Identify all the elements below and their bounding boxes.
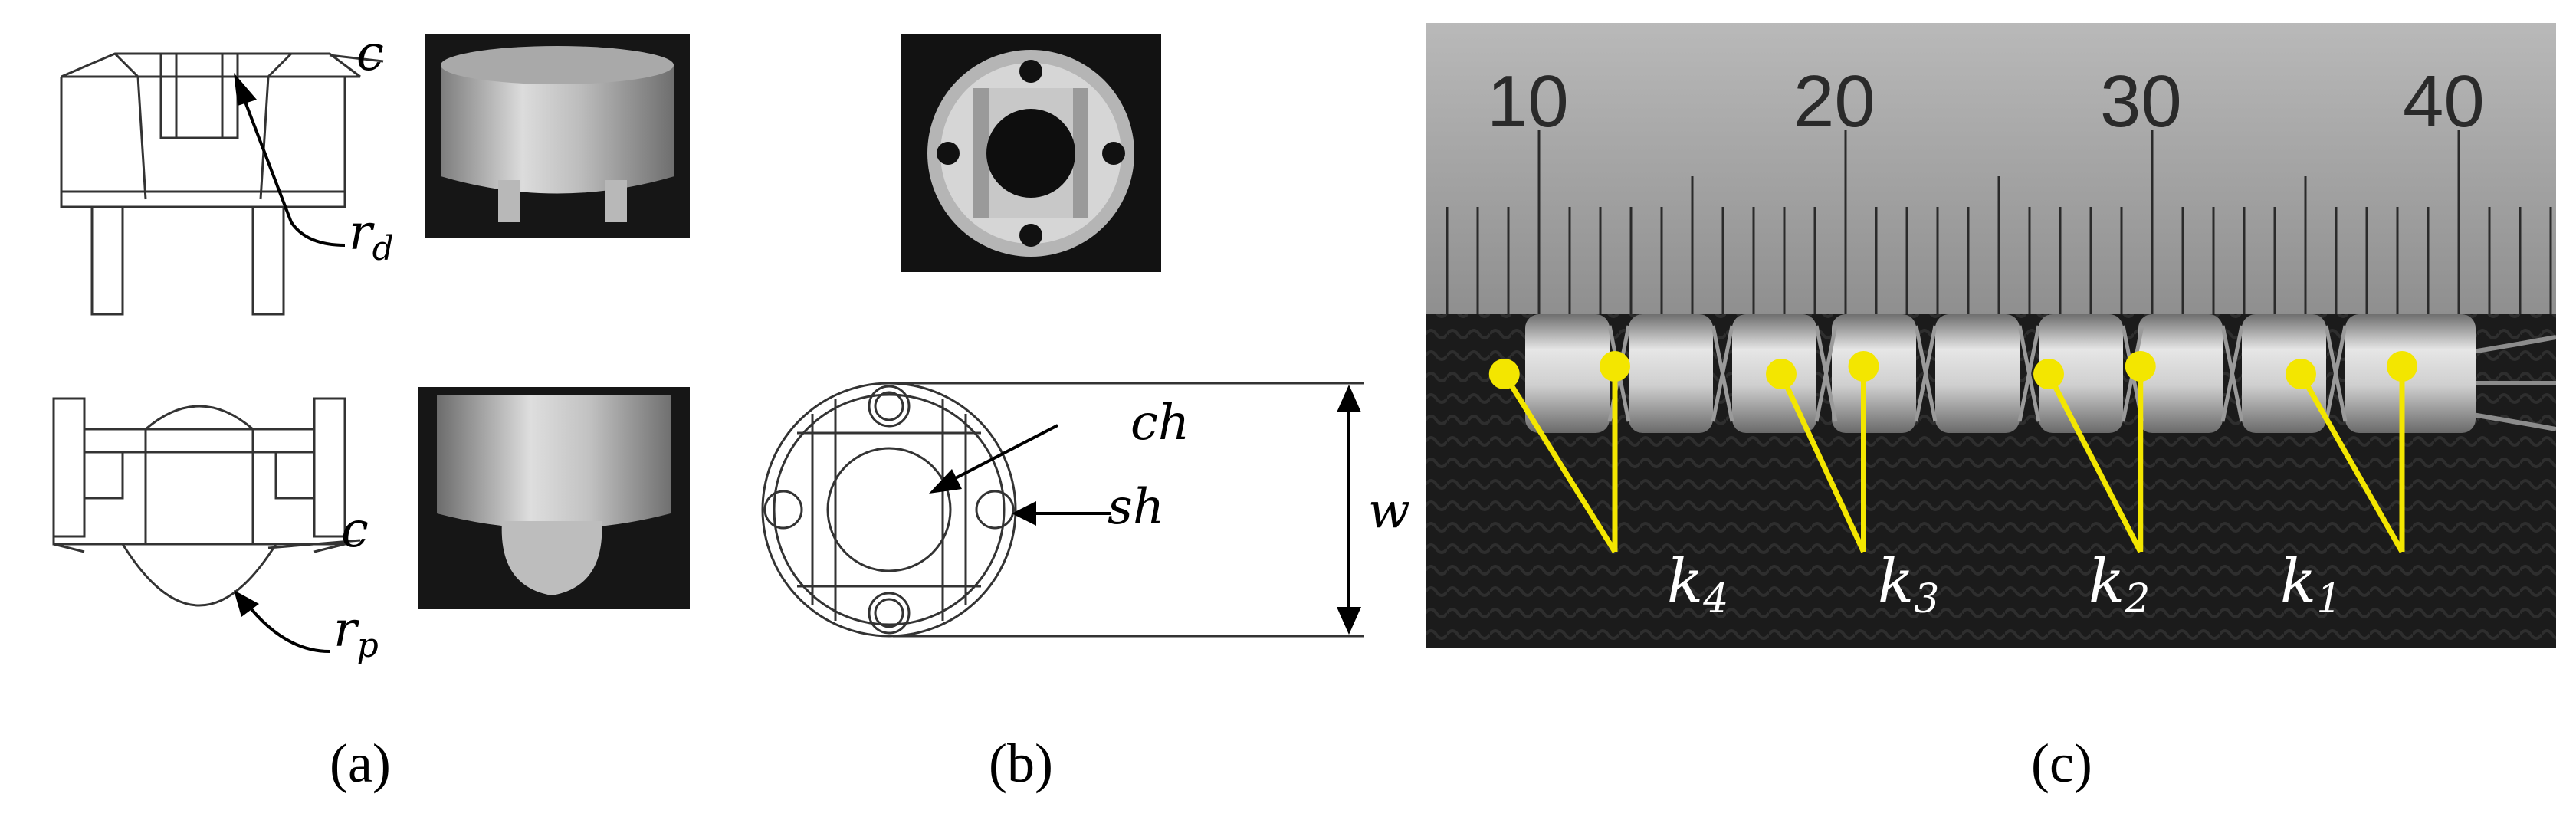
top-view-drawing <box>761 382 1364 638</box>
label-sh: sh <box>1108 479 1165 536</box>
distal-joint-drawing <box>60 52 384 316</box>
panel-a: c rd <box>0 0 736 820</box>
joint-segment <box>1629 314 1713 433</box>
proximal-joint-drawing <box>52 397 361 607</box>
marker-line <box>2298 372 2405 553</box>
marker-line <box>1778 372 1866 553</box>
r-d-arrow <box>234 73 346 247</box>
caption-c: (c) <box>2031 733 2092 794</box>
joint-segment <box>1525 314 1610 433</box>
joint-segment <box>2039 314 2123 433</box>
top-view-photo <box>901 34 1161 272</box>
caption-a: (a) <box>330 733 391 794</box>
label-ch: ch <box>1130 395 1190 451</box>
ruler-number-10: 10 <box>1487 61 1569 143</box>
joint-gap <box>1814 325 1838 422</box>
joint-gap <box>1711 325 1734 422</box>
distal-joint-photo <box>425 34 690 238</box>
panel-b: ch sh w (b) <box>736 0 1426 820</box>
label-c-top: c <box>356 25 384 82</box>
ruler-number-40: 40 <box>2403 61 2485 143</box>
joint-gap <box>1914 325 1938 422</box>
joint-gap <box>2220 325 2244 422</box>
joint-segment <box>2242 314 2326 433</box>
label-w: w <box>1368 483 1410 540</box>
label-r-p: rp <box>333 602 379 665</box>
panel-c: 10 20 30 40 k4 k3 k2 k1 (c) <box>1426 0 2576 820</box>
assembled-photo: 10 20 30 40 k4 k3 k2 k1 <box>1426 23 2556 648</box>
joint-gap <box>2017 325 2041 422</box>
label-r-d: rd <box>349 205 394 268</box>
r-p-arrow <box>234 590 330 653</box>
marker-line <box>2046 372 2143 553</box>
label-k4: k4 <box>1667 547 1729 622</box>
joint-segment <box>2138 314 2223 433</box>
ruler-number-20: 20 <box>1793 61 1875 143</box>
label-c-bottom: c <box>341 502 369 559</box>
joint-gap <box>2324 325 2348 422</box>
proximal-joint-photo <box>418 387 690 609</box>
joint-segment <box>1935 314 2020 433</box>
ruler <box>1426 23 2556 314</box>
caption-b: (b) <box>989 733 1053 794</box>
label-k1: k1 <box>2280 547 2342 622</box>
ruler-number-30: 30 <box>2100 61 2182 143</box>
marker-line <box>1501 372 1617 553</box>
label-k2: k2 <box>2089 547 2151 622</box>
label-k3: k3 <box>1878 547 1940 622</box>
